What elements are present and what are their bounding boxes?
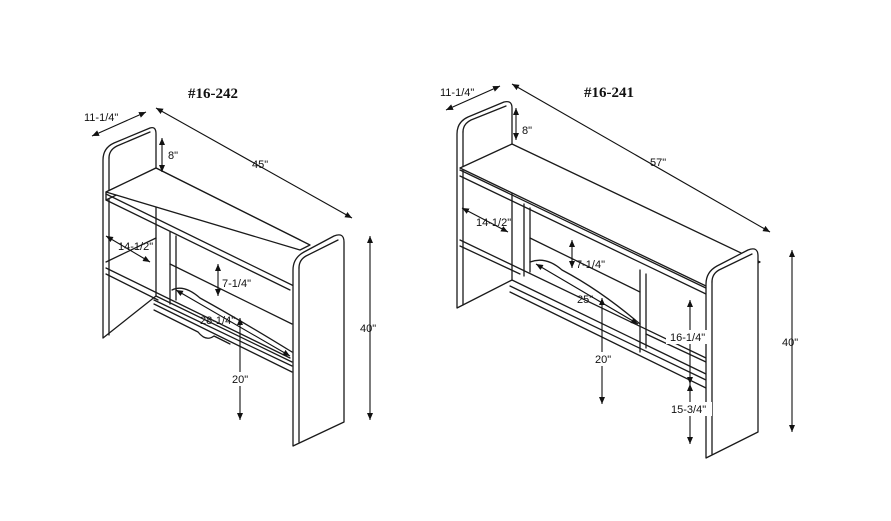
dim-depth: 11-1/4" [84, 112, 118, 124]
dim-top-rise: 8" [168, 150, 178, 162]
right-side-panel [705, 248, 759, 459]
dim-cubby: 7-1/4" [576, 259, 605, 271]
dim-height: 40" [360, 323, 376, 335]
dimensions-16-241: 11-1/4" 8" 57" 40" 14-1/2" 7-1/4" 25" 20… [440, 83, 798, 444]
right-side-panel [292, 234, 345, 447]
dim-top-rise: 8" [522, 125, 532, 137]
dimensions-16-242: 11-1/4" 8" 45" 40" 14-1/2" 7-1/4" 28-1/4… [84, 107, 376, 420]
dim-clearance: 20" [232, 374, 248, 386]
dim-cubby: 7-1/4" [222, 278, 251, 290]
hutch-16-241: #16-241 [440, 83, 798, 459]
dim-width: 45" [252, 159, 268, 171]
dim-opening-width: 25" [577, 294, 593, 306]
model-label-16-241: #16-241 [584, 85, 634, 101]
model-label-16-242: #16-242 [188, 86, 238, 102]
left-side-panel [456, 100, 513, 309]
dim-upper-shelf: 14-1/2" [476, 217, 511, 229]
dim-height: 40" [782, 337, 798, 349]
dim-opening-width: 28-1/4" [200, 315, 235, 327]
hutch-16-242: #16-242 [84, 86, 376, 447]
dim-upper-shelf: 14-1/2" [118, 241, 153, 253]
dim-bottom-gap: 15-3/4" [671, 404, 706, 416]
dim-width: 57" [650, 157, 666, 169]
left-side-panel [102, 126, 157, 339]
dim-clearance: 20" [595, 354, 611, 366]
dim-depth: 11-1/4" [440, 87, 474, 99]
dim-side-cubby: 16-1/4" [670, 332, 705, 344]
